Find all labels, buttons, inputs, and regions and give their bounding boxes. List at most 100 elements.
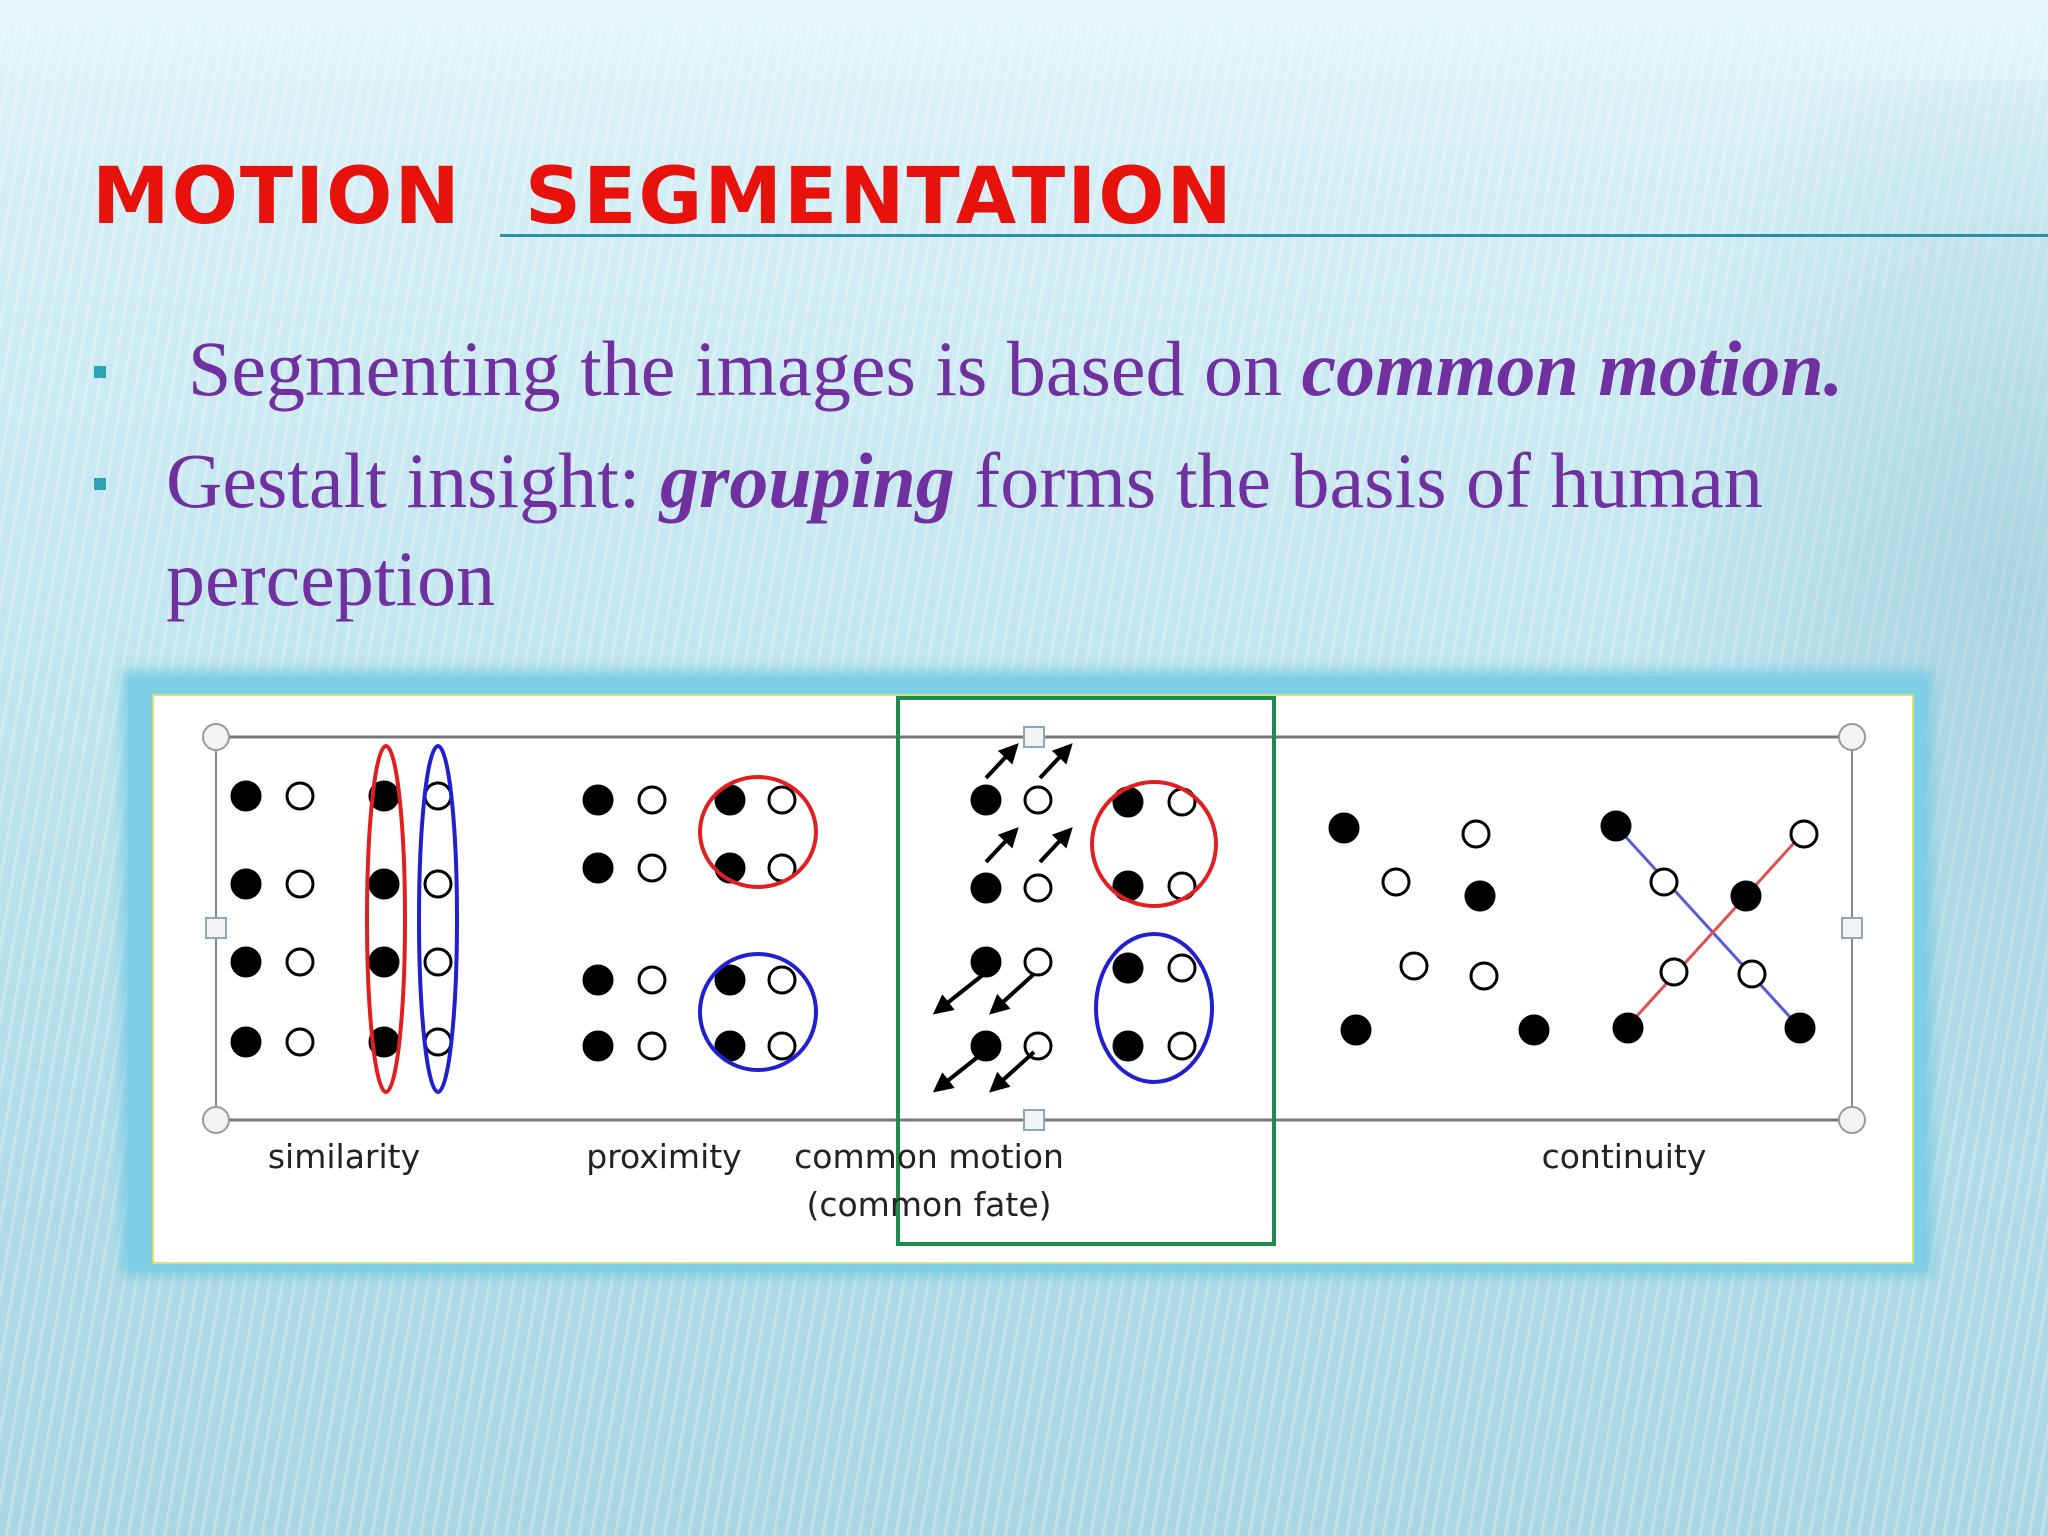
empty-dot — [1023, 785, 1053, 815]
proximity-red-group — [698, 775, 818, 889]
filled-dot — [970, 872, 1002, 904]
filled-dot — [714, 784, 746, 816]
filled-dot — [714, 852, 746, 884]
filled-dot — [970, 1030, 1002, 1062]
bullet-text-1: Segmenting the images is based on common… — [188, 320, 1990, 418]
corner-handle-icon — [202, 723, 230, 751]
similarity-blue-group — [417, 744, 459, 1094]
motion-arrow-icon — [984, 827, 1019, 864]
empty-dot — [1461, 819, 1491, 849]
filled-dot — [582, 852, 614, 884]
empty-dot — [1023, 947, 1053, 977]
empty-dot — [423, 869, 453, 899]
bullet-2-emphasis: grouping — [659, 437, 955, 524]
motion-arrow-icon — [1038, 827, 1073, 864]
empty-dot — [1399, 951, 1429, 981]
filled-dot — [714, 1030, 746, 1062]
empty-dot — [423, 781, 453, 811]
empty-dot — [1649, 867, 1679, 897]
continuity-red-line — [1624, 830, 1806, 1030]
empty-dot — [1381, 867, 1411, 897]
bullet-marker-icon — [94, 478, 106, 490]
filled-dot — [1112, 952, 1144, 984]
filled-dot — [368, 868, 400, 900]
title-underline — [500, 234, 2048, 237]
empty-dot — [285, 869, 315, 899]
filled-dot — [230, 946, 262, 978]
empty-dot — [1167, 953, 1197, 983]
filled-dot — [582, 964, 614, 996]
filled-dot — [230, 780, 262, 812]
label-proximity: proximity — [586, 1137, 742, 1176]
filled-dot — [582, 784, 614, 816]
filled-dot — [1340, 1014, 1372, 1046]
motion-arrow-icon — [989, 1050, 1036, 1093]
motion-arrow-icon — [932, 972, 986, 1015]
filled-dot — [1600, 810, 1632, 842]
side-handle-icon — [1023, 726, 1045, 748]
gestalt-figure: similarity proximity common motion (comm… — [152, 694, 1914, 1264]
filled-dot — [714, 964, 746, 996]
empty-dot — [637, 965, 667, 995]
filled-dot — [1328, 812, 1360, 844]
motion-arrow-icon — [984, 743, 1019, 780]
filled-dot — [230, 1026, 262, 1058]
side-handle-icon — [1023, 1109, 1045, 1131]
bullet-text-2: Gestalt insight: grouping forms the basi… — [166, 432, 1926, 628]
filled-dot — [582, 1030, 614, 1062]
empty-dot — [767, 965, 797, 995]
continuity-blue-line — [1612, 822, 1802, 1030]
empty-dot — [637, 853, 667, 883]
filled-dot — [368, 946, 400, 978]
motion-red-group — [1090, 780, 1218, 908]
similarity-red-group — [365, 744, 407, 1094]
empty-dot — [767, 1031, 797, 1061]
proximity-blue-group — [698, 952, 818, 1072]
label-continuity: continuity — [1541, 1137, 1707, 1176]
empty-dot — [285, 947, 315, 977]
empty-dot — [1023, 873, 1053, 903]
filled-dot — [970, 784, 1002, 816]
empty-dot — [1789, 819, 1819, 849]
filled-dot — [1112, 1030, 1144, 1062]
filled-dot — [970, 946, 1002, 978]
empty-dot — [423, 947, 453, 977]
empty-dot — [637, 1031, 667, 1061]
bullet-1-emphasis: common motion. — [1301, 325, 1844, 412]
empty-dot — [1167, 1031, 1197, 1061]
bullet-item-1: Segmenting the images is based on common… — [90, 320, 1990, 418]
empty-dot — [767, 785, 797, 815]
gestalt-diagram — [202, 696, 1866, 1246]
corner-handle-icon — [202, 1106, 230, 1134]
empty-dot — [1659, 957, 1689, 987]
side-handle-icon — [1841, 917, 1863, 939]
empty-dot — [637, 785, 667, 815]
bullet-2-text: Gestalt insight: — [166, 437, 660, 524]
bullet-list: Segmenting the images is based on common… — [90, 320, 1990, 628]
bullet-1-text: Segmenting the images is based on — [188, 325, 1302, 412]
motion-arrow-icon — [1038, 743, 1073, 780]
empty-dot — [1469, 961, 1499, 991]
slide-title: MOTION SEGMENTATION — [92, 152, 1234, 242]
empty-dot — [285, 1027, 315, 1057]
empty-dot — [285, 781, 315, 811]
motion-arrow-icon — [989, 972, 1036, 1015]
corner-handle-icon — [1838, 1106, 1866, 1134]
label-similarity: similarity — [267, 1137, 421, 1176]
label-common-fate: (common fate) — [806, 1185, 1052, 1224]
bullet-2-suffix: forms the basis of human perception — [166, 437, 1763, 622]
empty-dot — [423, 1027, 453, 1057]
empty-dot — [1737, 959, 1767, 989]
side-handle-icon — [205, 917, 227, 939]
filled-dot — [1730, 880, 1762, 912]
top-glow — [0, 0, 2048, 90]
filled-dot — [230, 868, 262, 900]
filled-dot — [1612, 1012, 1644, 1044]
label-common-motion: common motion — [794, 1137, 1064, 1176]
bullet-marker-icon — [94, 366, 106, 378]
motion-blue-group — [1094, 932, 1214, 1084]
highlight-box — [896, 696, 1276, 1246]
motion-arrow-icon — [932, 1050, 986, 1093]
filled-dot — [1464, 880, 1496, 912]
filled-dot — [1518, 1014, 1550, 1046]
